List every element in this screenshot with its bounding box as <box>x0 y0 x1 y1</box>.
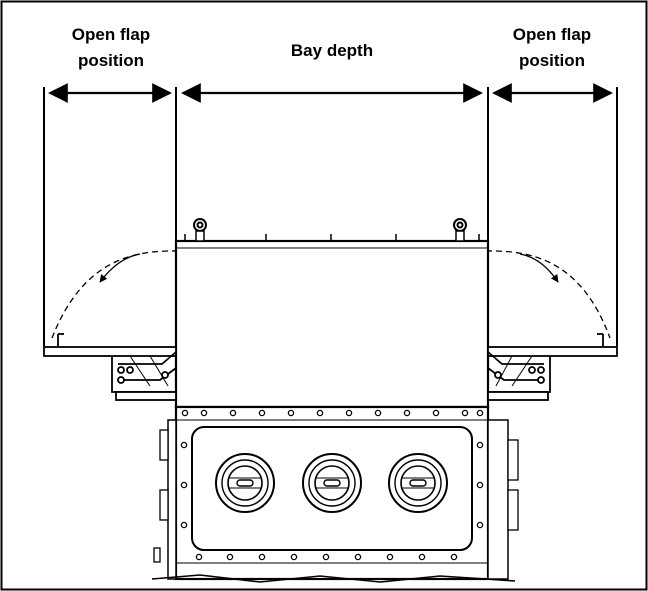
left-flap <box>43 333 177 401</box>
right-swing-arc <box>485 250 611 339</box>
bushing-1 <box>215 453 275 513</box>
cabinet-bolts <box>180 409 484 561</box>
left-swing-arrow <box>99 253 141 283</box>
left-swing-arc <box>51 250 179 339</box>
right-label-line1: Open flap <box>513 25 591 44</box>
top-studs <box>184 234 480 241</box>
left-label-line1: Open flap <box>72 25 150 44</box>
right-flap <box>487 333 618 401</box>
lifting-eye-left <box>193 218 207 242</box>
lifting-eye-right <box>453 218 467 242</box>
bushing-2 <box>302 453 362 513</box>
right-swing-arrow <box>519 253 559 283</box>
upper-compartment <box>174 239 490 409</box>
break-line <box>151 574 516 583</box>
bushing-3 <box>388 453 448 513</box>
left-label-line2: position <box>78 51 144 70</box>
center-label: Bay depth <box>291 41 373 60</box>
reference-lines <box>43 87 618 346</box>
flap-swing-arcs <box>51 250 611 339</box>
right-label-line2: position <box>519 51 585 70</box>
